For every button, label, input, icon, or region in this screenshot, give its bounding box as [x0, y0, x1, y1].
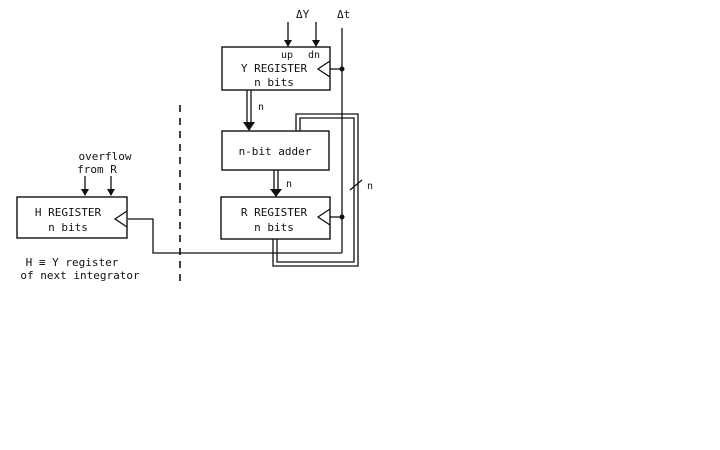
r-register-clock-triangle: [316, 208, 331, 226]
r-register-box: [220, 196, 331, 240]
h-register-title: H REGISTER: [35, 206, 102, 219]
y-to-adder-arrowhead: [243, 122, 255, 131]
adder-label: n-bit adder: [239, 145, 312, 158]
feedback-bus-label: n: [367, 181, 373, 192]
feedback-bus-inner: [276, 117, 355, 263]
h-register-subtitle: n bits: [48, 221, 88, 234]
y-register-box: [221, 46, 331, 91]
caption-line1: H ≡ Y register: [26, 256, 119, 269]
h-register-clock-triangle: [113, 210, 128, 228]
y-register-clock-triangle: [316, 60, 331, 78]
h-register-box: [16, 196, 128, 239]
r-register-subtitle: n bits: [254, 221, 294, 234]
overflow-wire: [128, 218, 342, 254]
adder-to-r-arrowhead: [270, 189, 282, 197]
delta-y-label: ΔY: [296, 8, 310, 21]
overflow-label-line2: from R: [77, 163, 117, 176]
feedback-bus-slash: [349, 179, 363, 191]
feedback-bus-outer: [272, 113, 359, 267]
adder-box: [221, 130, 330, 171]
delta-t-label: Δt: [337, 8, 350, 21]
dn-label: dn: [308, 50, 320, 61]
adder-to-r-bus-label: n: [286, 179, 292, 190]
y-to-adder-bus-label: n: [258, 102, 264, 113]
caption-line2: of next integrator: [20, 269, 140, 282]
y-register-subtitle: n bits: [254, 76, 294, 89]
y-register-title: Y REGISTER: [241, 62, 308, 75]
overflow-label-line1: overflow: [79, 150, 132, 163]
r-register-title: R REGISTER: [241, 206, 308, 219]
up-label: up: [281, 50, 293, 61]
